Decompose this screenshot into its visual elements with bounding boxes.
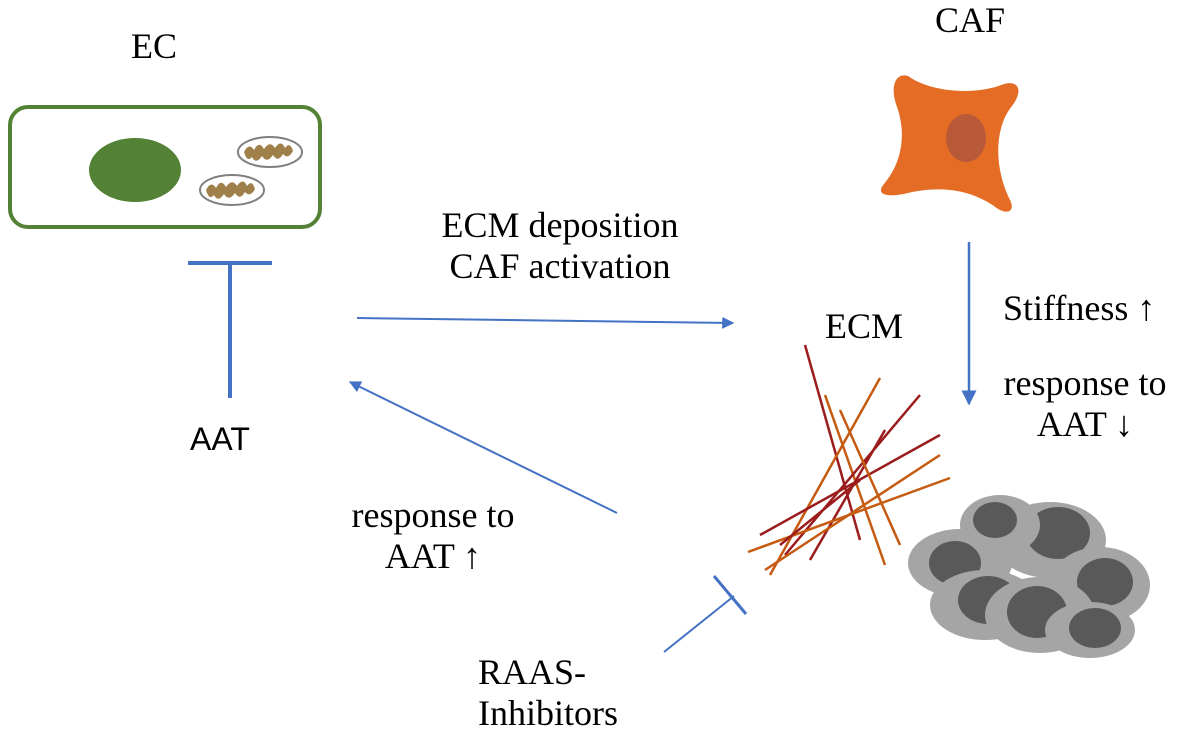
response-up-label: response to AAT ↑ [333, 495, 533, 578]
caf-nucleus [946, 114, 986, 162]
tumor-cells-icon [908, 495, 1150, 658]
ecm-deposition-text: ECM deposition [441, 205, 679, 245]
caf-label: CAF [935, 0, 1006, 40]
aat-inhibition-line [188, 261, 272, 398]
ecm-label: ECM [825, 306, 904, 346]
raas-inhibitors-label: RAAS- Inhibitors [478, 652, 618, 735]
raas-inhibition-line [663, 575, 748, 653]
ecm-fibers-icon [747, 344, 951, 576]
response-down-label: response to AAT ↓ [985, 363, 1181, 446]
response-down-line2: AAT ↓ [1036, 404, 1134, 445]
response-up-line2: AAT ↑ [384, 536, 482, 577]
mitochondria-icon [199, 136, 303, 206]
raas-line2: Inhibitors [478, 693, 618, 734]
endothelial-cell-icon [8, 105, 322, 229]
ec-label: EC [131, 26, 178, 66]
ec-to-ecm-arrow-label: ECM deposition CAF activation [410, 205, 710, 288]
caf-activation-text: CAF activation [449, 246, 671, 287]
ec-nucleus [89, 138, 181, 202]
caf-cell-icon [880, 75, 1019, 212]
ecm-to-ec-arrow [348, 381, 618, 514]
response-down-line1: response to [1003, 363, 1167, 403]
aat-label: AAT [190, 421, 250, 457]
response-up-line1: response to [351, 495, 515, 535]
raas-line1: RAAS- [478, 652, 587, 692]
stiffness-label: Stiffness ↑ [1003, 288, 1156, 328]
ec-to-ecm-arrow [356, 316, 735, 329]
